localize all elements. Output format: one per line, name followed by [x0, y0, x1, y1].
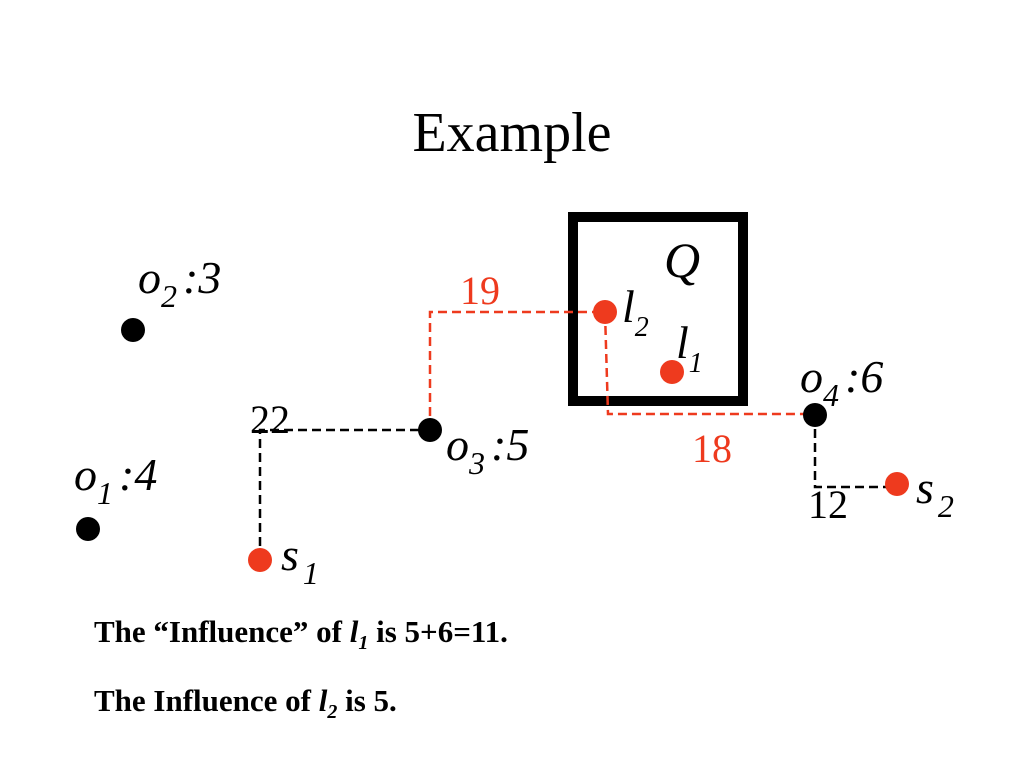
- site-point-s1: [248, 548, 272, 572]
- caption-influence-l2: The Influence of l2 is 5.: [94, 683, 397, 724]
- caption-influence-l1: The “Influence” of l1 is 5+6=11.: [94, 614, 508, 655]
- object-label-o3: o3:5: [446, 419, 529, 481]
- site-point-s2: [885, 472, 909, 496]
- object-label-o2: o2:3: [138, 252, 221, 314]
- caption-sub: 2: [327, 701, 338, 724]
- caption-text: is 5+6=11.: [368, 614, 508, 649]
- candidate-point-l1: [660, 360, 684, 384]
- object-point-o4: [803, 403, 827, 427]
- distance-label-12: 12: [808, 482, 848, 527]
- object-label-o4: o4:6: [800, 351, 883, 413]
- query-region-box: [568, 212, 748, 406]
- object-point-o3: [418, 418, 442, 442]
- path-o3-l2: [428, 310, 605, 430]
- caption-text: The “Influence” of: [94, 614, 350, 649]
- candidate-label-l1: l1: [676, 317, 703, 379]
- query-region-label: Q: [664, 232, 700, 288]
- distance-label-19: 19: [460, 268, 500, 313]
- caption-text: The Influence of: [94, 683, 319, 718]
- path-o4-s2: [813, 415, 897, 489]
- path-l2-o4: [603, 311, 815, 416]
- distance-label-22: 22: [250, 397, 290, 442]
- caption-var: l: [318, 683, 328, 718]
- object-point-o1: [76, 517, 100, 541]
- slide-title: Example: [412, 102, 612, 164]
- caption-var: l: [349, 614, 359, 649]
- candidate-point-l2: [593, 300, 617, 324]
- object-point-o2: [121, 318, 145, 342]
- object-label-o1: o1:4: [74, 449, 157, 511]
- candidate-label-l2: l2: [622, 281, 649, 343]
- distance-label-18: 18: [692, 426, 732, 471]
- path-s1-o3: [258, 428, 430, 560]
- caption-text: is 5.: [337, 683, 397, 718]
- caption-sub: 1: [358, 632, 369, 655]
